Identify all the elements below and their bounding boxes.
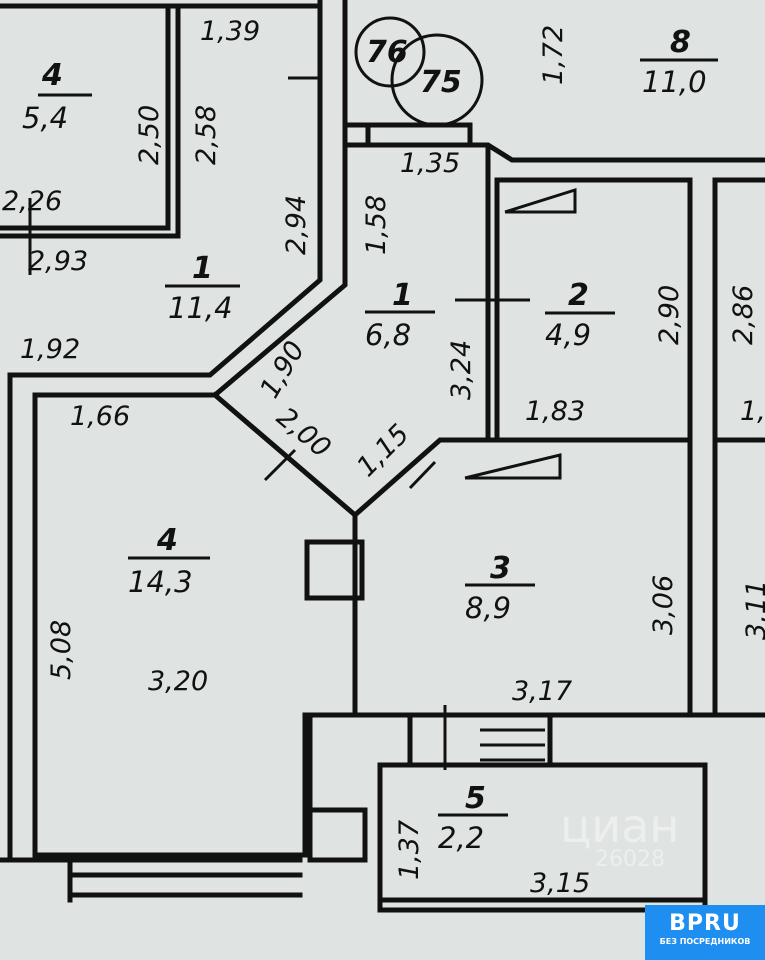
dimension: 1,92 xyxy=(20,334,80,365)
dimension: 2,26 xyxy=(2,186,62,217)
dimension: 1,83 xyxy=(525,396,585,427)
dimension: 5,08 xyxy=(46,620,77,680)
watermark-text: циан xyxy=(560,799,679,853)
dimension: 1,90 xyxy=(254,336,311,404)
dimension: 3,11 xyxy=(741,580,765,640)
dimension: 2,00 xyxy=(271,402,337,464)
room-number: 2 xyxy=(568,278,589,313)
dimension: 3,15 xyxy=(530,868,590,899)
room-area: 8,9 xyxy=(465,591,511,625)
dimension: 1,37 xyxy=(394,820,425,880)
room-number: 8 xyxy=(670,25,691,60)
room-number: 1 xyxy=(192,251,213,286)
room-area: 14,3 xyxy=(128,565,193,599)
room-area: 6,8 xyxy=(365,318,411,352)
room-area: 11,4 xyxy=(168,291,233,325)
logo-brand: BPRU xyxy=(669,911,741,936)
marker-75: 75 xyxy=(420,65,462,100)
room-area: 11,0 xyxy=(642,65,707,99)
dimension: 3,20 xyxy=(148,666,208,697)
dimension: 2,90 xyxy=(654,285,685,345)
dimension: 1,35 xyxy=(400,148,460,179)
dimension: 1,58 xyxy=(361,195,392,255)
room-area: 4,9 xyxy=(545,318,591,352)
watermark-id: 26028 xyxy=(595,847,665,872)
dimension: 2,86 xyxy=(728,285,759,345)
room-number: 4 xyxy=(41,58,63,93)
watermark: циан 26028 xyxy=(560,799,679,872)
room-number: 4 xyxy=(156,523,178,558)
logo-tagline: БЕЗ ПОСРЕДНИКОВ xyxy=(659,937,751,946)
dimension: 3,17 xyxy=(512,676,572,707)
room-number: 3 xyxy=(490,551,511,586)
walls xyxy=(0,0,765,913)
room-labels: 4 5,4 1 11,4 1 6,8 2 4,9 4 14,3 3 8,9 5 … xyxy=(22,25,718,855)
room-number: 1 xyxy=(392,278,413,313)
room-number: 5 xyxy=(465,781,486,816)
dimension: 1, xyxy=(740,396,765,427)
unit-markers: 76 75 xyxy=(354,16,484,127)
room-area: 2,2 xyxy=(438,821,484,855)
dimension: 2,50 xyxy=(134,105,165,165)
bpru-logo: BPRU БЕЗ ПОСРЕДНИКОВ xyxy=(645,905,765,960)
dimension: 1,72 xyxy=(538,25,569,85)
dimension: 2,94 xyxy=(281,195,312,255)
dimension-labels: 1,39 2,50 2,58 2,26 2,93 2,94 1,58 1,35 … xyxy=(2,16,765,899)
dimension: 1,39 xyxy=(200,16,260,47)
marker-76: 76 xyxy=(366,35,408,70)
dimension: 2,93 xyxy=(28,246,88,277)
dimension: 1,66 xyxy=(70,401,130,432)
room-area: 5,4 xyxy=(22,101,68,135)
dimension: 3,06 xyxy=(648,575,679,635)
dimension: 2,58 xyxy=(191,105,222,165)
dimension: 3,24 xyxy=(446,340,477,400)
